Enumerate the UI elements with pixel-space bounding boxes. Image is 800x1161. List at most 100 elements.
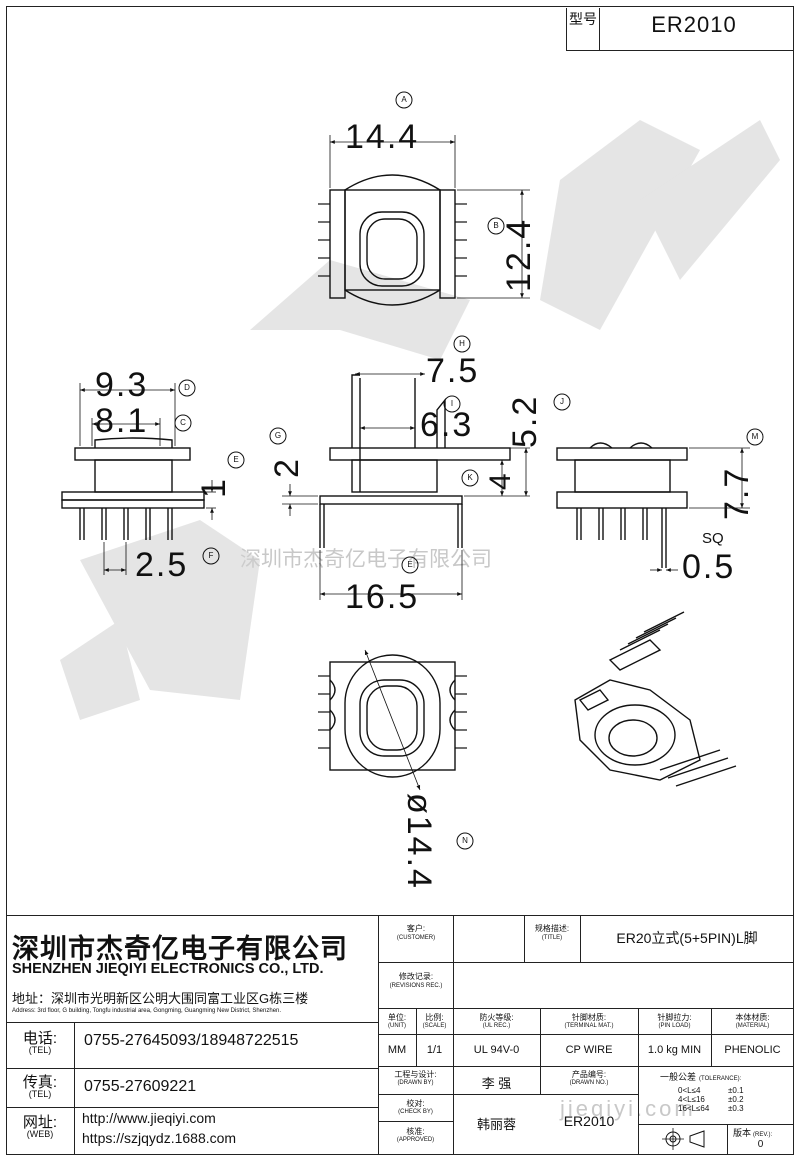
callout-n: N <box>462 836 468 845</box>
material-label: 本体材质: <box>735 1013 770 1022</box>
title-label: 规格描述: <box>534 924 570 933</box>
dim-width: 14.4 <box>345 118 420 156</box>
company-name-cn: 深圳市杰奇亿电子有限公司 <box>12 934 348 964</box>
logo-watermark <box>60 120 780 720</box>
pin-load-label-en: (PIN LOAD) <box>658 1023 691 1029</box>
drawing-no-label: 产品编号: <box>571 1070 607 1079</box>
drawn-value: 李 强 <box>481 1076 512 1091</box>
tolerance-row: 0<L≤4±0.1 <box>678 1086 744 1095</box>
dim-sq: SQ <box>702 530 724 547</box>
fax-label-en: (TEL) <box>28 1089 52 1099</box>
revision-label: 版本(REV.): <box>733 1128 773 1138</box>
isometric-view <box>574 611 737 787</box>
dim-4: 4 <box>484 473 517 490</box>
web-label-en: (WEB) <box>26 1129 54 1139</box>
check-label: 校对: <box>406 1099 425 1108</box>
terminal-mat-label: 针脚材质: <box>571 1013 607 1022</box>
tolerance-row: 4<L≤16±0.2 <box>678 1095 744 1104</box>
projection-symbol-icon <box>662 1128 705 1150</box>
title-block <box>6 915 794 1156</box>
dim-2: 2 <box>268 459 306 478</box>
callout-b: B <box>493 221 499 230</box>
revision-value: 0 <box>757 1139 764 1150</box>
tolerance-row: 16<L≤64±0.3 <box>678 1104 744 1113</box>
title-value: ER20立式(5+5PIN)L脚 <box>616 930 758 946</box>
watermark-corner: jieqiyi.com <box>560 1096 696 1121</box>
dim-2-5: 2.5 <box>135 546 189 584</box>
callout-e: E <box>233 455 239 464</box>
tel-value: 0755-27645093/18948722515 <box>84 1032 299 1049</box>
company-address-en: Address: 3rd floor, G building, Tongfu i… <box>12 1008 282 1014</box>
scale-label-en: (SCALE) <box>422 1023 447 1029</box>
ulrec-label: 防火等级: <box>479 1013 514 1022</box>
callout-i: I <box>450 399 454 408</box>
customer-label: 客户: <box>406 924 426 933</box>
fax-value: 0755-27609221 <box>84 1078 197 1095</box>
material-label-en: (MATERIAL) <box>735 1023 770 1029</box>
dim-8-1: 8.1 <box>95 402 149 440</box>
pin-load-value: 1.0 kg MIN <box>647 1044 702 1056</box>
company-name-en: SHENZHEN JIEQIYI ELECTRONICS CO., LTD. <box>12 961 324 977</box>
callout-f: F <box>208 551 214 560</box>
revisions-label: 修改记录: <box>398 972 434 981</box>
fax-label: 传真: <box>22 1074 58 1091</box>
ulrec-label-en: (UL REC.) <box>482 1023 511 1029</box>
callout-j: J <box>560 397 564 406</box>
callout-d: D <box>184 383 190 392</box>
tel-label: 电话: <box>22 1030 58 1047</box>
tolerance-label: 一般公差(TOLERANCE): <box>660 1072 742 1082</box>
dim-1: 1 <box>195 479 233 498</box>
front-view <box>282 372 530 600</box>
technical-drawing <box>60 91 780 850</box>
callout-c: C <box>180 418 186 427</box>
unit-label-en: (UNIT) <box>388 1023 406 1029</box>
side-view-right <box>556 442 750 572</box>
callout-h: H <box>459 339 465 348</box>
revisions-label-en: (REVISIONS REC.) <box>389 983 443 989</box>
top-view <box>318 135 530 306</box>
callout-m: M <box>751 432 759 441</box>
dim-16-5: 16.5 <box>345 578 420 616</box>
dim-7-5: 7.5 <box>426 352 480 390</box>
side-view-left <box>61 383 216 575</box>
tolerance-table: 0<L≤4±0.1 4<L≤16±0.2 16<L≤64±0.3 <box>678 1086 744 1113</box>
check-label-en: (CHECK BY) <box>398 1109 433 1115</box>
callout-a: A <box>401 95 407 104</box>
dim-9-3: 9.3 <box>95 366 149 404</box>
model-label: 型号 <box>566 8 600 50</box>
dim-7-7: 7.7 <box>718 466 756 520</box>
approved-label-en: (APPROVED) <box>396 1137 435 1143</box>
callout-l: E <box>407 560 413 569</box>
title-label-en: (TITLE) <box>541 935 563 941</box>
bottom-view <box>318 649 467 791</box>
drawn-label: 工程与设计: <box>394 1070 437 1079</box>
material-value: PHENOLIC <box>724 1044 781 1056</box>
drawn-label-en: (DRAWN BY) <box>397 1080 434 1086</box>
terminal-mat-label-en: (TERMINAL MAT.) <box>564 1023 614 1029</box>
tel-label-en: (TEL) <box>28 1045 52 1055</box>
terminal-mat-value: CP WIRE <box>565 1044 613 1056</box>
ulrec-value: UL 94V-0 <box>473 1044 520 1056</box>
scale-value: 1/1 <box>426 1044 443 1056</box>
drawing-no-label-en: (DRAWN NO.) <box>569 1080 609 1086</box>
model-box-bottom <box>566 50 794 51</box>
dim-0-5: 0.5 <box>682 548 736 586</box>
web-link-1[interactable]: http://www.jieqiyi.com <box>82 1110 216 1126</box>
company-address-cn: 地址：深圳市光明新区公明大围同富工业区G栋三楼 <box>12 991 309 1006</box>
model-value: ER2010 <box>651 12 737 37</box>
callout-g: G <box>274 431 282 440</box>
web-label: 网址: <box>22 1114 58 1131</box>
scale-label: 比例: <box>425 1013 444 1022</box>
pin-load-label: 针脚拉力: <box>657 1013 692 1022</box>
dim-diameter: ø14.4 <box>400 793 438 890</box>
callout-k: K <box>467 473 473 482</box>
dim-height: 12.4 <box>500 217 538 292</box>
approved-label: 核准: <box>406 1127 425 1136</box>
dim-5-2: 5.2 <box>506 394 544 448</box>
unit-label: 单位: <box>387 1013 407 1022</box>
unit-value: MM <box>387 1044 407 1056</box>
web-link-2[interactable]: https://szjqydz.1688.com <box>82 1130 237 1146</box>
watermark-center: 深圳市杰奇亿电子有限公司 <box>240 548 492 571</box>
approved-value: 韩丽蓉 <box>476 1117 516 1132</box>
customer-label-en: (CUSTOMER) <box>396 935 436 941</box>
